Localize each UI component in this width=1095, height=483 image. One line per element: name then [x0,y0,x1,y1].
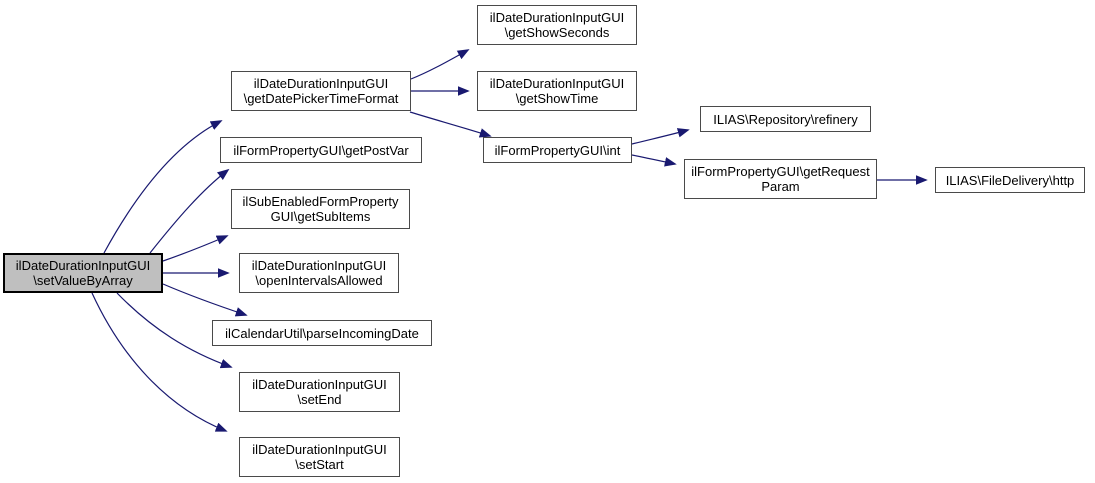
node-label-line: ilFormPropertyGUI\getPostVar [233,142,409,158]
edge-setValueByArray-setEnd [116,292,233,369]
node-label-line: ilDateDurationInputGUI [252,377,387,392]
node-label-line: ilDateDurationInputGUI [251,258,387,273]
node-getDatePickerTimeFormat[interactable]: ilDateDurationInputGUI \getDatePickerTim… [231,71,411,111]
edge-setValueByArray-getSubItems [162,235,229,262]
node-setEnd[interactable]: ilDateDurationInputGUI \setEnd [239,372,400,412]
node-http[interactable]: ILIAS\FileDelivery\http [935,167,1085,193]
node-label-line: ILIAS\Repository\refinery [713,111,858,127]
edge-setValueByArray-setStart [91,292,228,432]
node-label-line: ILIAS\FileDelivery\http [945,172,1075,188]
edge-int-refinery [631,128,690,145]
node-label-line: ilDateDurationInputGUI [252,442,387,457]
node-setStart[interactable]: ilDateDurationInputGUI \setStart [239,437,400,477]
edge-setValueByArray-getPostVar [149,168,230,254]
node-label-line: \setValueByArray [33,273,133,288]
edge-getDatePickerTimeFormat-getShowSeconds [410,49,470,80]
node-refinery[interactable]: ILIAS\Repository\refinery [700,106,871,132]
node-getRequestParam[interactable]: ilFormPropertyGUI\getRequest Param [684,159,877,199]
node-getShowTime[interactable]: ilDateDurationInputGUI \getShowTime [477,71,637,111]
node-label-line: GUI\getSubItems [270,209,371,224]
node-label-line: \getShowTime [515,91,599,106]
edge-getDatePickerTimeFormat-int [409,111,492,138]
node-getSubItems[interactable]: ilSubEnabledFormProperty GUI\getSubItems [231,189,410,229]
node-label-line: ilDateDurationInputGUI [253,76,389,91]
node-getPostVar[interactable]: ilFormPropertyGUI\getPostVar [220,137,422,163]
node-label-line: \getDatePickerTimeFormat [243,91,399,106]
edge-int-getRequestParam [631,154,677,167]
node-label-line: \setStart [295,457,344,472]
node-label-line: ilDateDurationInputGUI [489,76,625,91]
node-label-line: \getShowSeconds [504,25,610,40]
edge-setValueByArray-getDatePickerTimeFormat [103,120,223,254]
node-label-line: ilFormPropertyGUI\getRequest [691,164,870,179]
node-label-line: \openIntervalsAllowed [255,273,383,288]
node-openIntervalsAllowed[interactable]: ilDateDurationInputGUI \openIntervalsAll… [239,253,399,293]
node-label-line: ilSubEnabledFormProperty [242,194,399,209]
node-parseIncomingDate[interactable]: ilCalendarUtil\parseIncomingDate [212,320,432,346]
edge-setValueByArray-parseIncomingDate [162,283,248,317]
node-label-line: \setEnd [297,392,342,407]
node-label-line: ilFormPropertyGUI\int [494,142,621,158]
node-label-line: ilDateDurationInputGUI [489,10,625,25]
node-label-line: Param [761,179,800,194]
node-setValueByArray: ilDateDurationInputGUI \setValueByArray [3,253,163,293]
node-getShowSeconds[interactable]: ilDateDurationInputGUI \getShowSeconds [477,5,637,45]
node-int[interactable]: ilFormPropertyGUI\int [483,137,632,163]
node-label-line: ilCalendarUtil\parseIncomingDate [225,325,419,341]
node-label-line: ilDateDurationInputGUI [15,258,151,273]
